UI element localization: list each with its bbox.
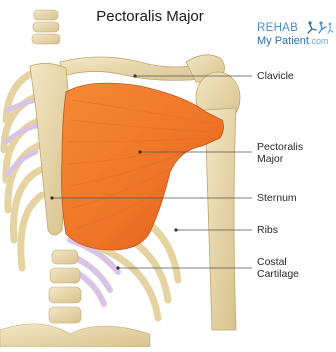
- label-costal-cartilage: Costal Cartilage: [257, 256, 317, 280]
- label-sternum: Sternum: [257, 192, 297, 204]
- logo-line2-main: My Patient: [257, 35, 309, 47]
- logo-line2: My Patient.com: [257, 35, 328, 47]
- label-costal-line2: Cartilage: [257, 268, 317, 280]
- label-pectoralis-line2: Major: [257, 153, 317, 165]
- thoracic-spine: [49, 250, 81, 323]
- label-pectoralis-line1: Pectoralis: [257, 141, 317, 153]
- label-costal-line1: Costal: [257, 256, 317, 268]
- label-clavicle: Clavicle: [257, 70, 294, 82]
- label-pectoralis-major: Pectoralis Major: [257, 141, 317, 165]
- pectoralis-major-muscle: [62, 83, 224, 250]
- label-ribs: Ribs: [257, 224, 278, 236]
- pelvis: [0, 324, 150, 347]
- runner-icon: [304, 20, 334, 35]
- diagram-title: Pectoralis Major: [0, 8, 300, 25]
- logo-line2-domain: .com: [309, 36, 329, 46]
- rehab-my-patient-logo: REHAB My Patient.com: [257, 22, 336, 52]
- logo-line1: REHAB: [257, 22, 298, 34]
